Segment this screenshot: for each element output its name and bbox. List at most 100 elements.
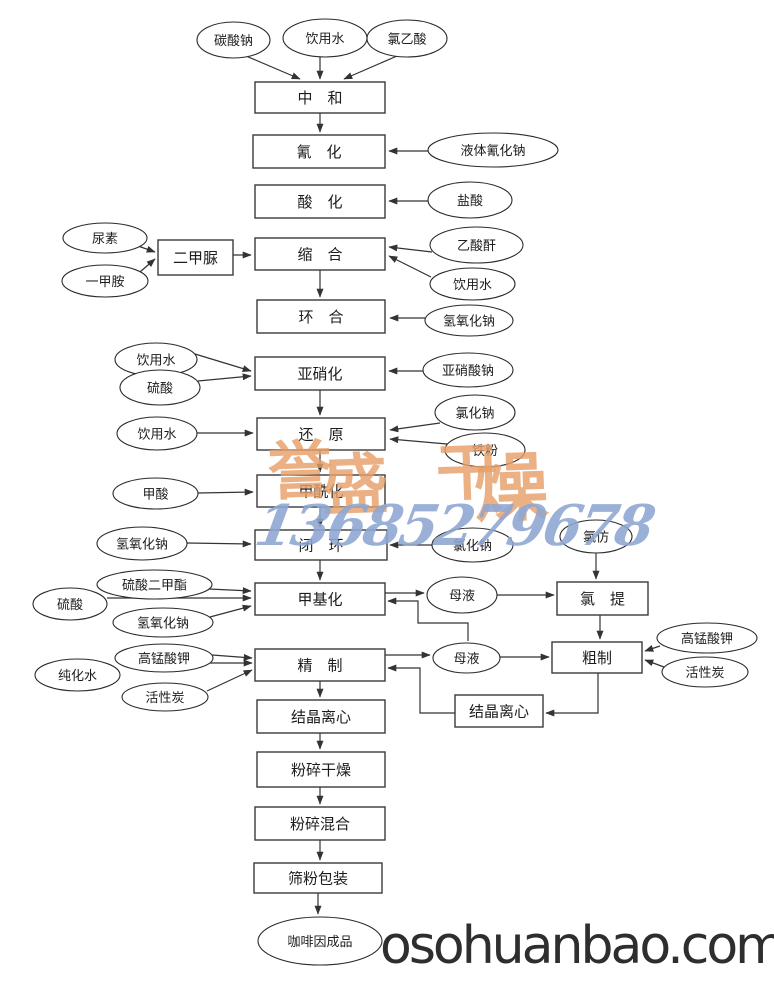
node-label-crystal-centrifuge-right: 结晶离心	[469, 703, 529, 721]
node-label-condensation: 缩 合	[297, 246, 342, 264]
flow-arrow-sodium-hydroxide-3-to-methylation	[209, 604, 252, 618]
process-box	[256, 299, 386, 334]
node-label-sulfuric-acid-2: 硫酸	[57, 598, 83, 613]
node-potassium-permanganate-right: 高锰酸钾	[656, 622, 758, 654]
node-label-acidification: 酸 化	[297, 193, 342, 211]
node-label-dimethyl-sulfate: 硫酸二甲酯	[122, 579, 187, 594]
process-box	[556, 581, 649, 616]
node-sodium-hydroxide-3: 氢氧化钠	[112, 607, 214, 638]
node-mother-liquor-2: 母液	[432, 642, 501, 674]
node-hydrochloric-acid: 盐酸	[427, 181, 513, 219]
node-label-urea: 尿素	[92, 232, 118, 247]
node-ring-closure: 闭 环	[254, 529, 388, 561]
node-label-sodium-hydroxide-1: 氢氧化钠	[443, 315, 495, 330]
process-box	[454, 694, 544, 728]
node-activated-carbon-right: 活性炭	[661, 656, 749, 688]
material-ellipse	[422, 352, 514, 388]
material-ellipse	[429, 226, 524, 264]
node-label-crystal-centrifuge: 结晶离心	[291, 708, 351, 726]
node-crystal-centrifuge-right: 结晶离心	[454, 694, 544, 728]
node-label-chloroform-extraction: 氯 提	[580, 590, 625, 608]
process-box	[254, 184, 386, 219]
node-label-formylation: 甲酰化	[298, 483, 343, 501]
node-label-purified-water: 纯化水	[58, 669, 97, 684]
node-activated-carbon-left: 活性炭	[121, 682, 209, 712]
node-label-neutralize: 中 和	[297, 89, 342, 107]
process-box	[253, 862, 383, 894]
node-label-dimethylurea: 二甲脲	[173, 249, 218, 267]
material-ellipse	[656, 622, 758, 654]
node-formic-acid: 甲酸	[112, 477, 199, 510]
material-ellipse	[429, 267, 516, 301]
material-ellipse	[444, 432, 526, 468]
node-sodium-nitrite: 亚硝酸钠	[422, 352, 514, 388]
flow-arrow-sodium-hydroxide-2-to-ring-closure	[186, 540, 252, 548]
flow-arrow-chloroacetic-acid-to-neutralize	[343, 55, 398, 80]
node-label-sodium-carbonate: 碳酸钠	[214, 34, 253, 49]
node-sodium-chloride-2: 氯化钠	[431, 527, 514, 563]
node-reduction: 还 原	[256, 417, 386, 451]
process-box	[157, 239, 234, 276]
node-acidification: 酸 化	[254, 184, 386, 219]
node-label-nitrosation: 亚硝化	[297, 365, 342, 383]
material-ellipse	[34, 658, 121, 692]
node-label-cyanidation: 氰 化	[296, 143, 341, 161]
node-cyclization: 环 合	[256, 299, 386, 334]
node-label-sieve-pack: 筛粉包装	[288, 870, 348, 888]
node-label-chloroacetic-acid: 氯乙酸	[387, 33, 426, 48]
flow-arrow-activated-carbon-right-to-crude	[644, 659, 665, 668]
node-caffeine-product: 咖啡因成品	[257, 916, 383, 966]
flow-arrow-sodium-chloride-1-to-reduction	[389, 422, 441, 433]
node-sodium-carbonate: 碳酸钠	[196, 21, 271, 59]
node-sieve-pack: 筛粉包装	[253, 862, 383, 894]
node-label-reduction: 还 原	[298, 426, 343, 444]
node-label-monomethylamine: 一甲胺	[85, 275, 124, 290]
node-sodium-hydroxide-2: 氢氧化钠	[96, 526, 188, 561]
node-label-liquid-sodium-cyanide: 液体氰化钠	[460, 143, 525, 159]
node-label-drinking-water-1: 饮用水	[305, 32, 344, 47]
node-chloroacetic-acid: 氯乙酸	[366, 19, 448, 58]
node-label-potassium-permanganate-right: 高锰酸钾	[681, 631, 733, 647]
node-label-activated-carbon-right: 活性炭	[685, 666, 724, 681]
node-cyanidation: 氰 化	[252, 134, 386, 169]
node-label-sodium-hydroxide-3: 氢氧化钠	[137, 617, 189, 632]
flow-arrow-mother-liquor-2-to-methylation	[387, 597, 469, 641]
node-label-activated-carbon-left: 活性炭	[145, 691, 184, 706]
process-box	[256, 474, 386, 508]
material-ellipse	[114, 643, 214, 673]
node-label-sodium-nitrite: 亚硝酸钠	[442, 364, 494, 379]
flow-arrow-potassium-permanganate-left-to-refining	[211, 653, 253, 661]
material-ellipse	[427, 181, 513, 219]
process-box	[254, 582, 386, 616]
node-label-caffeine-product: 咖啡因成品	[287, 935, 352, 950]
node-label-crush-mix: 粉碎混合	[290, 815, 350, 833]
node-label-ring-closure: 闭 环	[298, 537, 343, 555]
material-ellipse	[366, 19, 448, 58]
flow-arrow-potassium-permanganate-right-to-crude	[644, 645, 661, 652]
node-sodium-chloride-1: 氯化钠	[434, 394, 516, 431]
process-box	[254, 806, 386, 841]
material-ellipse	[257, 916, 383, 966]
node-acetic-anhydride: 乙酸酐	[429, 226, 524, 264]
node-label-crush-dry: 粉碎干燥	[291, 761, 351, 779]
node-label-drinking-water-4: 饮用水	[137, 428, 176, 443]
node-liquid-sodium-cyanide: 液体氰化钠	[427, 132, 559, 168]
node-label-refining: 精 制	[297, 657, 342, 675]
node-crystal-centrifuge: 结晶离心	[256, 699, 386, 734]
material-ellipse	[116, 416, 198, 451]
material-ellipse	[432, 642, 501, 674]
node-mother-liquor-1: 母液	[426, 576, 498, 614]
node-methylation: 甲基化	[254, 582, 386, 616]
node-dimethylurea: 二甲脲	[157, 239, 234, 276]
node-dimethyl-sulfate: 硫酸二甲酯	[96, 569, 213, 600]
node-sulfuric-acid-2: 硫酸	[32, 587, 108, 621]
material-ellipse	[96, 526, 188, 561]
node-chloroform: 氯仿	[559, 519, 633, 554]
node-condensation: 缩 合	[254, 237, 386, 271]
process-box	[254, 81, 386, 114]
process-box	[254, 529, 388, 561]
material-ellipse	[112, 477, 199, 510]
material-ellipse	[32, 587, 108, 621]
